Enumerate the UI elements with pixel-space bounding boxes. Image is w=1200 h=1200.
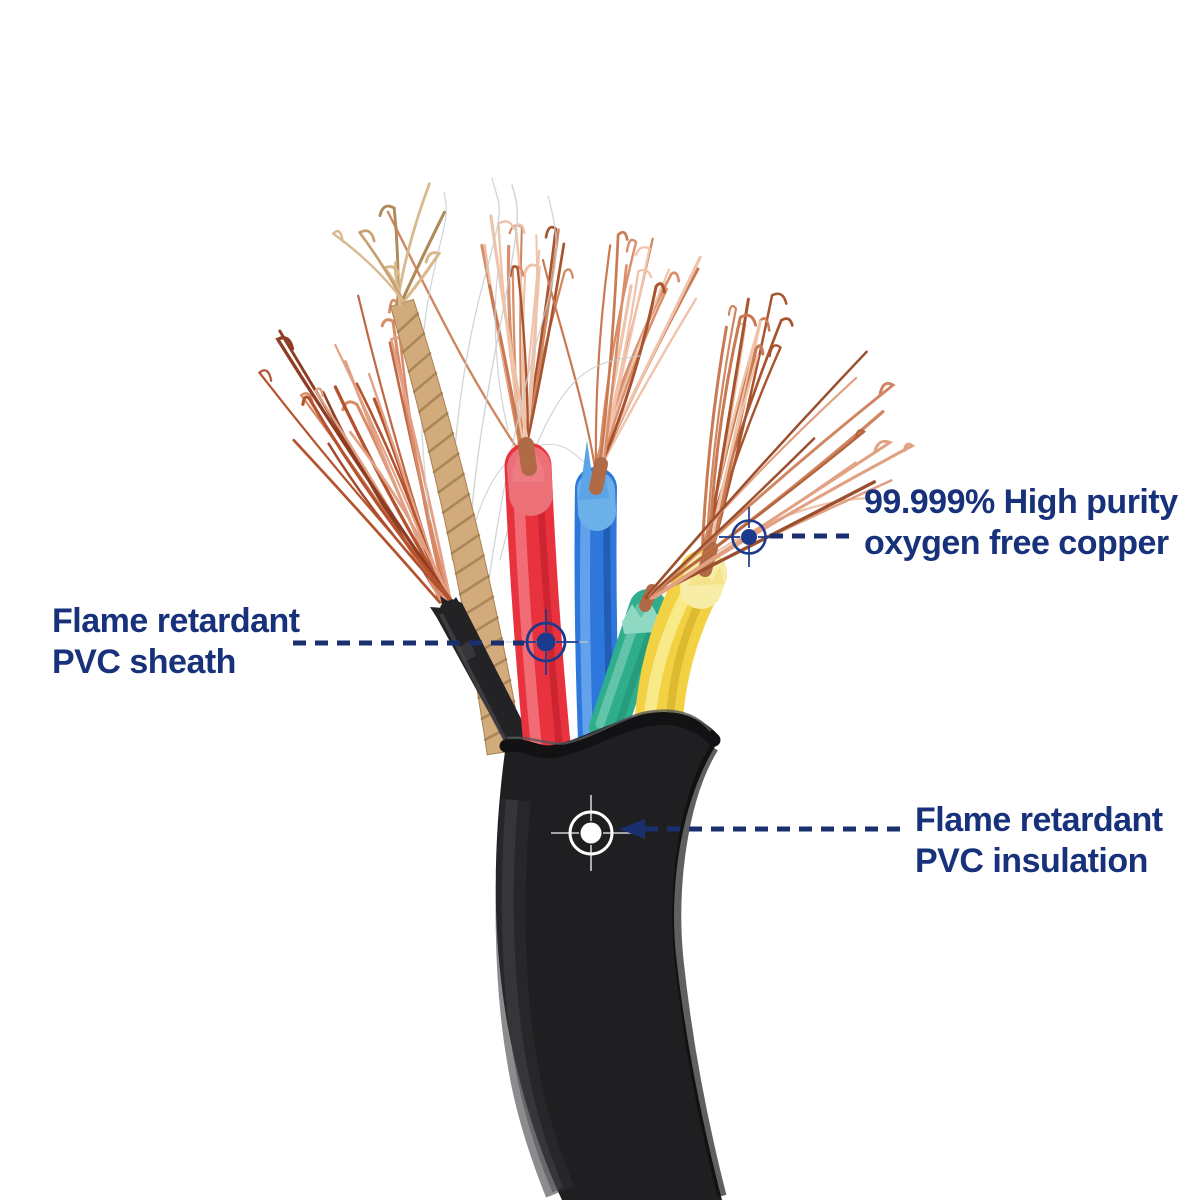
callout-marker-sheath	[505, 609, 588, 675]
copper-strands-left-burst	[257, 294, 453, 605]
callout-sheath-label: Flame retardant PVC sheath	[52, 601, 300, 683]
callout-marker-insulation	[551, 795, 633, 871]
callout-arrow-insulation	[619, 819, 645, 839]
callout-insulation-line2: PVC insulation	[915, 842, 1148, 880]
callout-copper-line1: 99.999% High purity	[864, 483, 1178, 521]
callout-copper-label: 99.999% High purity oxygen free copper	[864, 482, 1178, 564]
filler-rope-frays	[331, 182, 446, 307]
copper-strands-blue-wire	[594, 230, 702, 471]
callout-insulation-line1: Flame retardant	[915, 801, 1163, 839]
wire-red	[504, 437, 573, 790]
callout-marker-copper	[719, 507, 779, 567]
callout-insulation-label: Flame retardant PVC insulation	[915, 800, 1163, 882]
callout-sheath-line2: PVC sheath	[52, 643, 236, 681]
copper-strands-yellow-wire	[700, 292, 794, 558]
cable-jacket	[495, 709, 727, 1200]
callout-copper-line2: oxygen free copper	[864, 524, 1169, 562]
callout-sheath-line1: Flame retardant	[52, 602, 300, 640]
